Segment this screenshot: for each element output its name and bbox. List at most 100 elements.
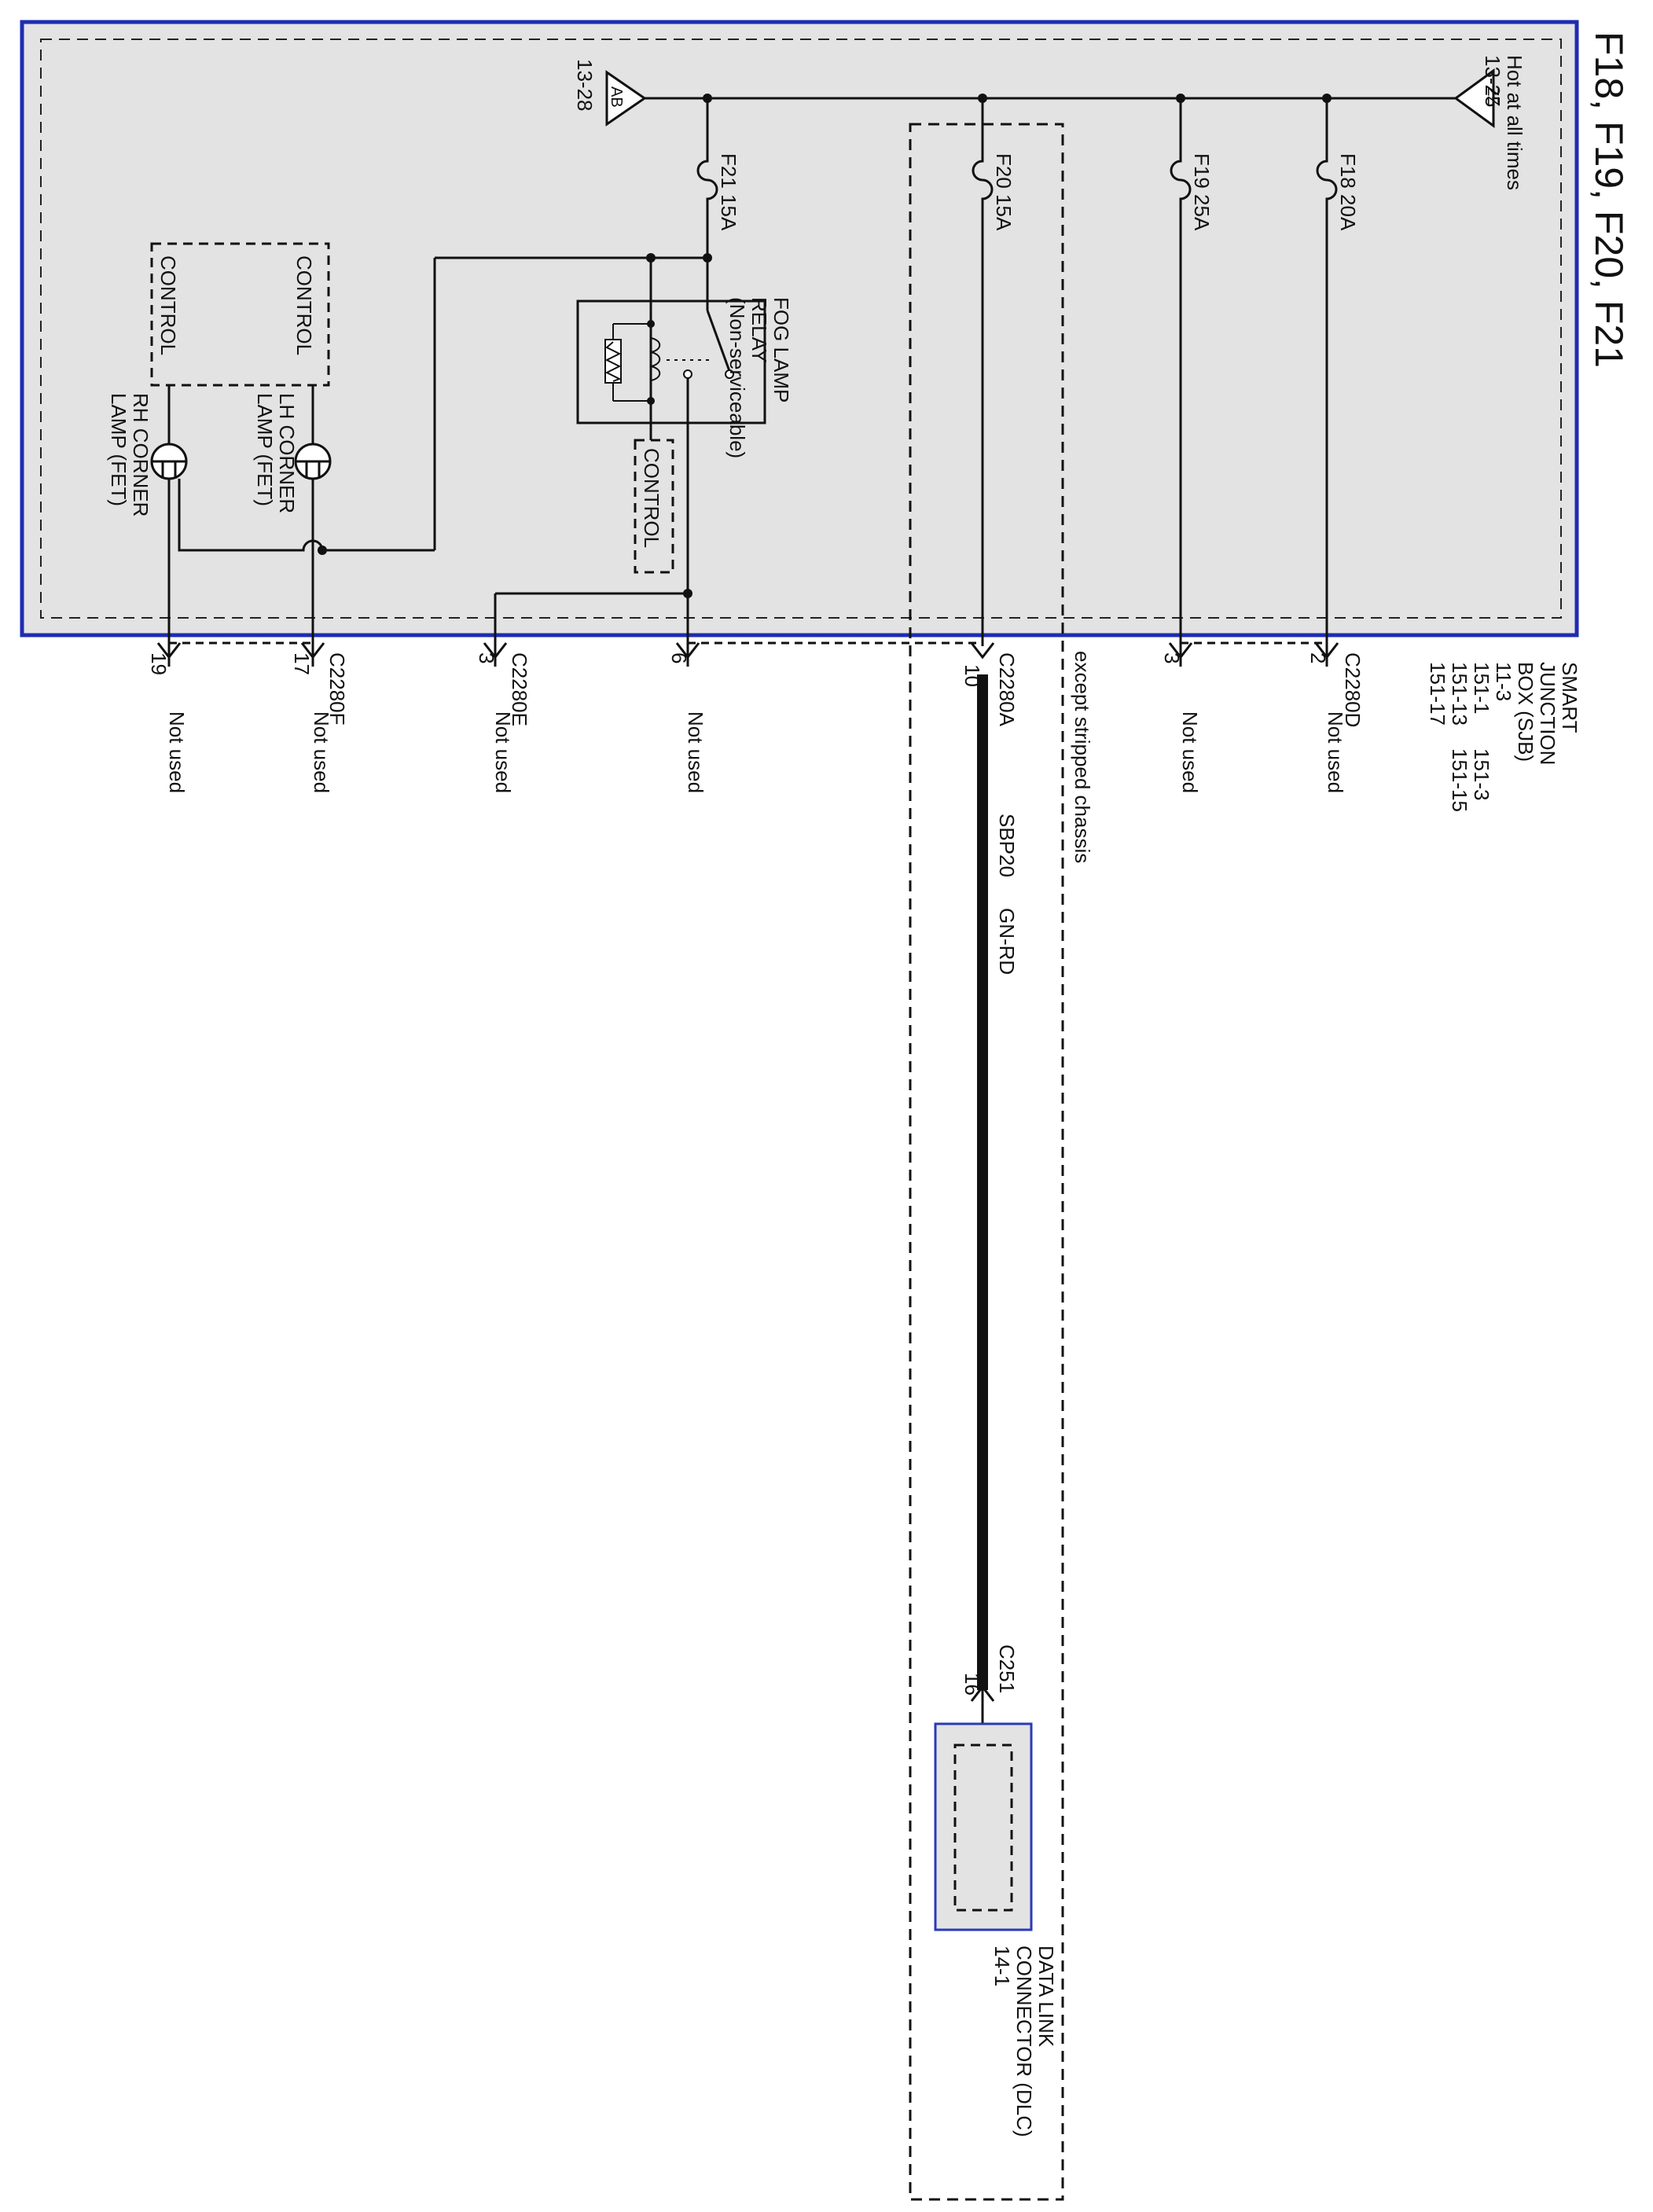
relay-line-3: (Non-serviceable): [725, 297, 749, 458]
fuse-f20-label-group: F20 15A: [992, 153, 1016, 231]
fuse-f19-label-group: F19 25A: [1190, 153, 1214, 231]
relay-line-2: RELAY: [748, 297, 771, 362]
dlc-label-group: DATA LINK CONNECTOR (DLC) 14-1: [990, 1946, 1058, 2137]
pin-arrow: [970, 642, 995, 660]
ab-reference-triangle: [605, 70, 647, 127]
relay-control-label: CONTROL: [640, 448, 663, 548]
pin-d3-group: 3: [1160, 652, 1184, 663]
relay-coil: [650, 337, 661, 381]
c2280a-group: C2280A: [995, 652, 1019, 727]
sjb-label: SMART JUNCTION BOX (SJB) 11-3 151-1 151-…: [1426, 662, 1581, 812]
wire-circuit-group: SBP20 GN-RD: [995, 814, 1019, 975]
rh-corner-lamp-label: RH CORNER LAMP (FET): [107, 393, 152, 516]
fog-lamp-relay-label: FOG LAMP RELAY (Non-serviceable): [725, 297, 793, 458]
c2280f-group: C2280F: [325, 652, 349, 726]
not-used-label: Not used: [165, 711, 189, 793]
rh-line-1: RH CORNER: [129, 393, 152, 516]
except-stripped-chassis-box: [909, 123, 1064, 2201]
control-rh-group: CONTROL: [156, 255, 180, 355]
relay-switch-arm: [706, 310, 731, 372]
wire-color-label: GN-RD: [995, 908, 1019, 975]
relay-coil-dot: [647, 320, 655, 328]
connector-c251: C251: [995, 1644, 1019, 1693]
ab-ref-label: 13-28: [573, 59, 597, 112]
hot-at-all-times-triangle: [1453, 68, 1495, 128]
hot-symbol-group: ZZ: [1484, 86, 1501, 105]
connector-stubs: [167, 635, 1328, 667]
corner-lamp-control-box: [150, 242, 330, 387]
ab-ref-group: 13-28: [573, 59, 597, 112]
connector-c2280d: C2280D: [1341, 652, 1365, 727]
pin-f19-group: 19: [147, 652, 171, 675]
connector-c2280e: C2280E: [508, 652, 531, 726]
not-used-group: Not used: [310, 711, 333, 793]
control-rh-label: CONTROL: [156, 255, 180, 355]
pin-number: 3: [1160, 652, 1184, 663]
relay-control-box: [634, 439, 674, 574]
pin-number: 6: [667, 652, 691, 663]
page-title: F18, F19, F20, F21: [1587, 31, 1631, 368]
fuse-f21-label-group: F21 15A: [717, 153, 740, 231]
connector-c2280a: C2280A: [995, 652, 1019, 727]
pin-number: 19: [147, 652, 171, 675]
pin-c251-16-group: 16: [961, 1673, 984, 1696]
c251-pin-arrow: [970, 1685, 995, 1702]
fuse-f20-symbol: [972, 98, 994, 646]
control-lh-label: CONTROL: [292, 255, 316, 355]
sjb-line-5: 151-1: [1470, 662, 1493, 715]
fuse-f21-label: F21 15A: [717, 153, 740, 231]
c2280d-group: C2280D: [1341, 652, 1365, 727]
not-used-group: Not used: [684, 711, 707, 793]
ab-symbol-group: AB: [608, 86, 625, 108]
hot-symbol-label: ZZ: [1484, 86, 1501, 105]
pin-number: 2: [1306, 652, 1330, 663]
not-used-label: Not used: [684, 711, 707, 793]
not-used-group: Not used: [1324, 711, 1347, 793]
not-used-label: Not used: [491, 711, 515, 793]
fuse-f18-symbol: [1316, 98, 1338, 646]
relay-control-label-group: CONTROL: [640, 448, 663, 548]
fuse-f19-symbol: [1170, 98, 1192, 646]
not-used-label: Not used: [1324, 711, 1347, 793]
fuse-f21-symbol: [696, 98, 718, 258]
connector-c2280f: C2280F: [325, 652, 349, 726]
control-lh-group: CONTROL: [292, 255, 316, 355]
sjb-line-2: JUNCTION: [1536, 662, 1559, 765]
relay-coil-dot: [647, 397, 655, 405]
not-used-group: Not used: [165, 711, 189, 793]
sjb-inner-dashed-outline: [40, 39, 1562, 619]
hot-at-all-times-text: Hot at all times 13-25: [1481, 55, 1526, 190]
pin-e3-group: 3: [475, 652, 498, 663]
sjb-line-3: BOX (SJB): [1514, 662, 1537, 762]
relay-switch-contact: [683, 369, 692, 379]
sjb-right-2: 151-15: [1448, 748, 1471, 812]
hot-line-1: Hot at all times: [1503, 55, 1526, 190]
not-used-group: Not used: [491, 711, 515, 793]
pin-number: 17: [290, 652, 314, 675]
wire-circuit-label: SBP20: [995, 814, 1019, 877]
not-used-label: Not used: [310, 711, 333, 793]
lamp-supply-junction: [318, 546, 327, 555]
data-link-connector-box: [934, 1722, 1033, 1931]
page-title-group: F18, F19, F20, F21: [1587, 31, 1631, 368]
pin-number: 16: [961, 1673, 984, 1696]
c251-group: C251: [995, 1644, 1019, 1693]
not-used-label: Not used: [1178, 711, 1202, 793]
pin-number: 3: [475, 652, 498, 663]
sjb-line-4: 11-3: [1492, 662, 1515, 701]
pin-a6-group: 6: [667, 652, 691, 663]
not-used-group: Not used: [1178, 711, 1202, 793]
rh-line-2: LAMP (FET): [107, 393, 130, 506]
sjb-line-6: 151-13: [1448, 662, 1471, 726]
relay-line-1: FOG LAMP: [770, 297, 793, 402]
pin-f17-group: 17: [290, 652, 314, 675]
dlc-line-1: DATA LINK: [1034, 1946, 1058, 2048]
sjb-line-7: 151-17: [1426, 662, 1449, 726]
hot-line-2: 13-25: [1481, 55, 1504, 108]
sjb-line-1: SMART: [1558, 662, 1581, 733]
lh-line-2: LAMP (FET): [253, 393, 277, 506]
fuse-f19-label: F19 25A: [1190, 153, 1214, 231]
c2280e-group: C2280E: [508, 652, 531, 726]
fuse-f20-label: F20 15A: [992, 153, 1016, 231]
